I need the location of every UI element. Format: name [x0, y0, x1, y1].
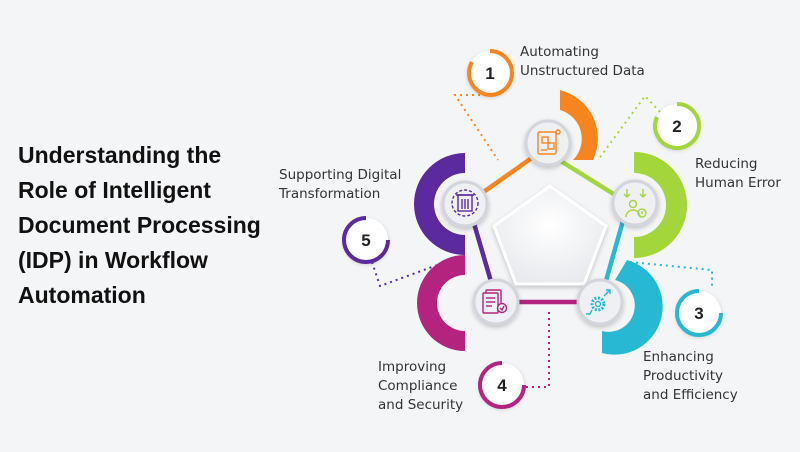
- step-3-label: Enhancing Productivity and Efficiency: [643, 348, 738, 405]
- step-3-label-line: Enhancing: [643, 349, 714, 365]
- connector-4: [520, 312, 550, 388]
- step-1-label-line: Unstructured Data: [520, 63, 645, 79]
- step-3-node: [576, 278, 624, 326]
- connector-2: [597, 94, 661, 161]
- step-5-badge: 5: [342, 216, 390, 264]
- step-5-label-line: Transformation: [279, 186, 381, 202]
- puzzle-document-icon: [537, 129, 561, 155]
- secure-document-icon: [482, 289, 508, 314]
- step-5-label: Supporting Digital Transformation: [279, 166, 401, 204]
- step-3-label-line: and Efficiency: [643, 387, 738, 403]
- step-4-label-line: Improving: [378, 359, 447, 375]
- step-2-badge: 2: [653, 101, 702, 150]
- step-3-number: 3: [694, 304, 703, 323]
- gear-growth-icon: [586, 289, 611, 315]
- step-2-label: Reducing Human Error: [695, 155, 781, 193]
- step-1-badge: 1: [467, 49, 514, 97]
- title-line: Automation: [18, 282, 146, 308]
- step-1-node: [524, 119, 572, 167]
- title-line: Role of Intelligent: [18, 177, 211, 203]
- connector-1: [453, 94, 499, 161]
- step-4-number: 4: [497, 376, 507, 395]
- step-2-label-line: Human Error: [695, 175, 781, 191]
- step-1-label: Automating Unstructured Data: [520, 43, 645, 81]
- step-4-node: [472, 278, 520, 326]
- step-5-node: [441, 180, 489, 228]
- center-pentagon: [492, 184, 608, 286]
- step-4-badge: 4: [478, 361, 526, 409]
- page-title: Understanding the Role of Intelligent Do…: [18, 138, 278, 313]
- title-line: Document Processing: [18, 212, 261, 238]
- digital-building-icon: [451, 189, 479, 217]
- step-1-number: 1: [485, 64, 494, 83]
- step-5-number: 5: [361, 231, 370, 250]
- step-5-arc: [414, 153, 465, 255]
- step-2-arc: [634, 152, 687, 258]
- title-line: (IDP) in Workflow: [18, 247, 208, 273]
- step-2-node: [611, 179, 659, 227]
- step-3-arc: [602, 260, 663, 355]
- step-4-label: Improving Compliance and Security: [378, 358, 463, 415]
- step-2-number: 2: [672, 117, 681, 136]
- step-3-badge: 3: [675, 289, 723, 337]
- step-5-label-line: Supporting Digital: [279, 167, 402, 183]
- step-4-arc: [417, 255, 465, 351]
- step-1-label-line: Automating: [520, 44, 599, 60]
- user-error-icon: [623, 189, 647, 218]
- step-4-label-line: and Security: [378, 397, 464, 413]
- step-2-label-line: Reducing: [695, 156, 758, 172]
- step-3-label-line: Productivity: [643, 368, 724, 384]
- step-1-arc: [560, 90, 598, 160]
- connector-5: [371, 255, 463, 288]
- title-line: Understanding the: [18, 142, 222, 168]
- step-4-label-line: Compliance: [378, 378, 458, 394]
